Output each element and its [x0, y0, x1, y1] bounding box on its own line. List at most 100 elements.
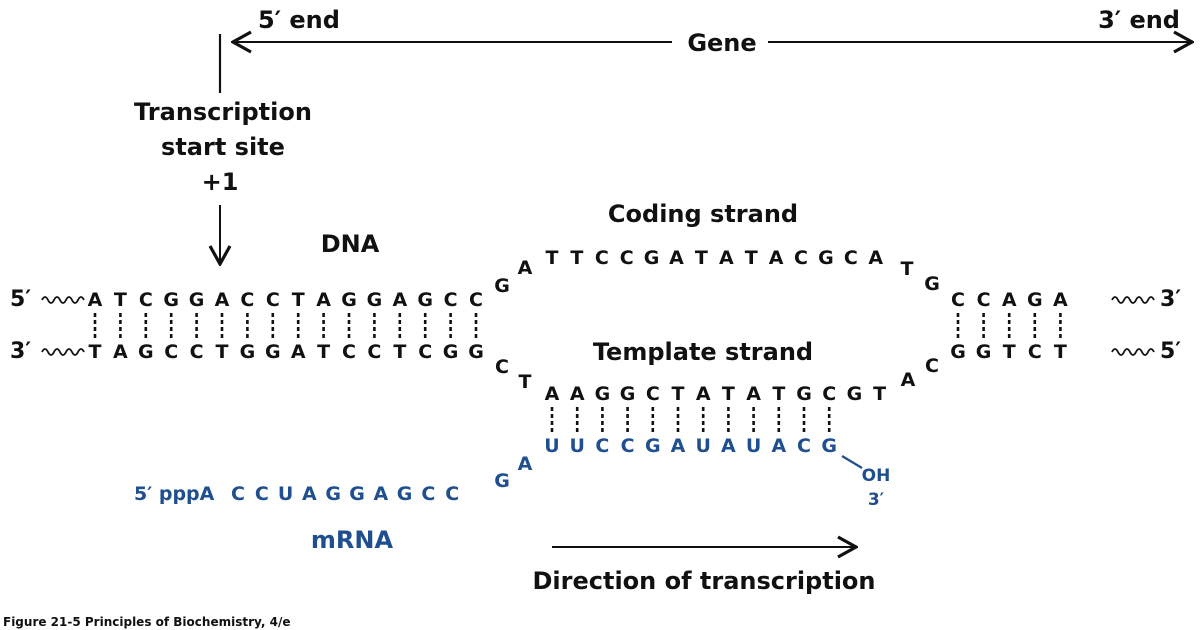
template-base: G [240, 341, 256, 363]
bottom-right-end-label: 5′ [1160, 339, 1181, 364]
mrna-base: A [771, 435, 786, 457]
coding-base: C [595, 247, 609, 269]
template-base: A [570, 383, 585, 405]
coding-base: T [901, 258, 914, 280]
coding-base: C [444, 289, 458, 311]
coding-base: T [745, 247, 758, 269]
coding-base: T [695, 247, 708, 269]
five-prime-end-label: 5′ end [258, 6, 340, 34]
coding-base: A [392, 289, 407, 311]
coding-base: T [114, 289, 127, 311]
template-base: G [847, 383, 863, 405]
coding-base: C [844, 247, 858, 269]
template-base: T [873, 383, 886, 405]
template-base: C [495, 356, 509, 378]
template-base: G [950, 341, 966, 363]
coding-base: G [644, 247, 660, 269]
mrna-base: G [645, 435, 661, 457]
mrna-base: A [671, 435, 686, 457]
template-base: T [89, 341, 102, 363]
coding-base: G [341, 289, 357, 311]
mrna-base: C [255, 483, 269, 505]
bottom-left-end-label: 3′ [10, 339, 31, 364]
hydrogen-bonds [93, 313, 1062, 432]
tss-label-line2: start site [161, 133, 285, 161]
coding-base: C [951, 289, 965, 311]
template-base: T [317, 341, 330, 363]
dna-label: DNA [321, 230, 380, 258]
mrna-label: mRNA [311, 526, 394, 554]
mrna-base: C [621, 435, 635, 457]
coding-strand-label: Coding strand [608, 200, 798, 228]
coding-base: C [794, 247, 808, 269]
template-base: G [138, 341, 154, 363]
template-base: C [646, 383, 660, 405]
squiggle-top-right-icon [1111, 296, 1155, 304]
coding-base: G [494, 275, 510, 297]
coding-base: T [292, 289, 305, 311]
mrna-base: U [746, 435, 761, 457]
coding-base: A [719, 247, 734, 269]
tss-label-line1: Transcription [134, 98, 312, 126]
template-base: A [696, 383, 711, 405]
squiggle-bottom-right-icon [1111, 348, 1155, 356]
mrna-3prime-label: 3′ [868, 490, 885, 510]
coding-base: A [88, 289, 103, 311]
coding-base: C [469, 289, 483, 311]
template-base: C [822, 383, 836, 405]
coding-base: G [1027, 289, 1043, 311]
coding-base: G [924, 273, 940, 295]
mrna-base: A [373, 483, 388, 505]
template-base: T [672, 383, 685, 405]
coding-base: A [769, 247, 784, 269]
mrna-base: G [349, 483, 365, 505]
coding-base: A [1002, 289, 1017, 311]
template-base: A [901, 369, 916, 391]
template-strand-label: Template strand [593, 338, 813, 366]
template-base: T [1054, 341, 1067, 363]
template-base: G [620, 383, 636, 405]
template-base: A [113, 341, 128, 363]
template-base: T [216, 341, 229, 363]
coding-base: A [669, 247, 684, 269]
mrna-base: C [231, 483, 245, 505]
top-left-end-label: 5′ [10, 287, 31, 312]
coding-base: C [620, 247, 634, 269]
coding-base: A [316, 289, 331, 311]
coding-base: A [868, 247, 883, 269]
mrna-base: A [518, 453, 533, 475]
tss-position-label: +1 [202, 168, 239, 196]
mrna-base: U [544, 435, 559, 457]
mrna-base: G [821, 435, 837, 457]
template-base: A [545, 383, 560, 405]
mrna-base: A [302, 483, 317, 505]
mrna-oh-group: OH [862, 466, 891, 486]
mrna-base: G [325, 483, 341, 505]
template-base: G [796, 383, 812, 405]
figure-caption: Figure 21-5 Principles of Biochemistry, … [3, 615, 291, 629]
coding-base: C [139, 289, 153, 311]
squiggle-top-left-icon [41, 296, 85, 304]
mrna-base: U [695, 435, 710, 457]
template-base: C [342, 341, 356, 363]
coding-base: T [570, 247, 583, 269]
template-base: C [367, 341, 381, 363]
mrna-5prime-prefix: 5′ pppA [134, 483, 215, 505]
template-base: T [519, 371, 532, 393]
mrna-base: G [494, 470, 510, 492]
mrna-base: A [721, 435, 736, 457]
mrna-base: C [445, 483, 459, 505]
template-base: G [595, 383, 611, 405]
template-base: C [925, 355, 939, 377]
coding-base: C [977, 289, 991, 311]
coding-base: G [189, 289, 205, 311]
mrna-base: G [397, 483, 413, 505]
template-base: C [164, 341, 178, 363]
template-base: G [976, 341, 992, 363]
template-base: A [291, 341, 306, 363]
template-base: T [722, 383, 735, 405]
mrna-base: C [595, 435, 609, 457]
coding-base: G [367, 289, 383, 311]
